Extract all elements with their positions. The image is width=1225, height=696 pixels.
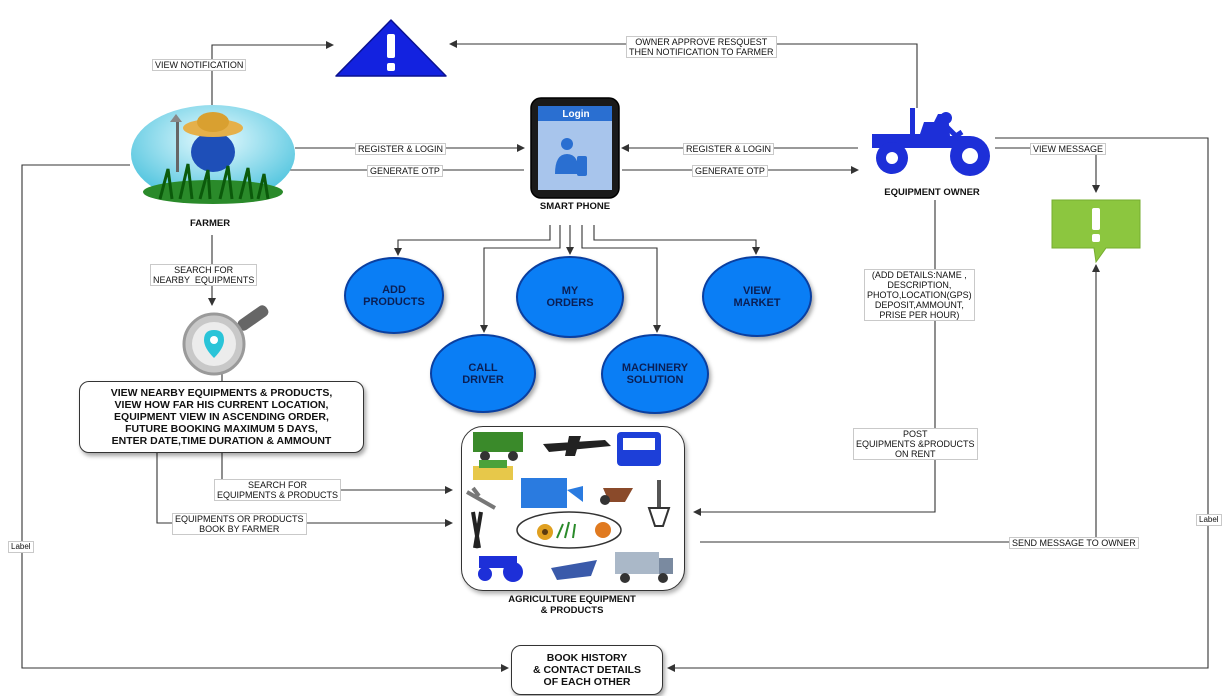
edge-label-otp-left: GENERATE OTP: [367, 165, 443, 177]
owner-label: EQUIPMENT OWNER: [884, 187, 980, 198]
edge-label-owner-approve: OWNER APPROVE RESQUEST THEN NOTIFICATION…: [626, 36, 777, 58]
warning-icon: [335, 19, 447, 77]
equipment-collage-icon: [466, 432, 673, 583]
edge-label-add-details: (ADD DETAILS:NAME , DESCRIPTION, PHOTO,L…: [864, 269, 975, 321]
smartphone-label: SMART PHONE: [539, 201, 611, 212]
edge-label-register-right: REGISTER & LOGIN: [683, 143, 775, 155]
edge-post-equipments: [693, 200, 936, 516]
farmer-avatar-icon: [131, 105, 295, 204]
edge-label-view-notification: VIEW NOTIFICATION: [152, 59, 247, 71]
edge-label-otp-right: GENERATE OTP: [692, 165, 768, 177]
my-orders-button[interactable]: MY ORDERS: [516, 256, 624, 338]
edge-label-left-label: Label: [8, 541, 34, 553]
farmer-view-box: VIEW NEARBY EQUIPMENTS & PRODUCTS, VIEW …: [79, 381, 364, 453]
edge-view-market: [593, 225, 760, 255]
edge-label-left: [21, 164, 509, 672]
edge-label-book-by-farmer: EQUIPMENTS OR PRODUCTS BOOK BY FARMER: [172, 513, 307, 535]
edge-machinery: [581, 225, 661, 333]
search-location-icon: [182, 305, 269, 376]
phone-screen-title: Login: [562, 109, 590, 120]
edge-add-products: [394, 225, 551, 256]
edge-label-search-equipments: SEARCH FOR EQUIPMENTS & PRODUCTS: [214, 479, 342, 501]
call-driver-button[interactable]: CALL DRIVER: [430, 334, 536, 413]
view-market-button[interactable]: VIEW MARKET: [702, 256, 812, 337]
edge-label-search-nearby: SEARCH FOR NEARBY EQUIPMENTS: [150, 264, 258, 286]
edge-view-notification: [211, 41, 334, 105]
edge-label-register-left: REGISTER & LOGIN: [355, 143, 447, 155]
equipment-label: AGRICULTURE EQUIPMENT & PRODUCTS: [508, 594, 636, 616]
tractor-icon: [872, 108, 990, 176]
farmer-label: FARMER: [189, 218, 231, 229]
edge-label-post-equipments: POST EQUIPMENTS &PRODUCTS ON RENT: [853, 428, 978, 460]
machinery-solution-button[interactable]: MACHINERY SOLUTION: [601, 334, 709, 414]
edge-label-right-label: Label: [1196, 514, 1222, 526]
edge-book-by-farmer: [156, 453, 453, 527]
smartphone-icon: [530, 97, 620, 199]
message-alert-icon: [1051, 199, 1141, 264]
add-products-button[interactable]: ADD PRODUCTS: [344, 257, 444, 334]
edge-label-view-message: VIEW MESSAGE: [1030, 143, 1107, 155]
edge-owner-approve: [449, 40, 918, 108]
edge-label-right: [667, 137, 1209, 672]
edge-call-driver: [480, 225, 561, 333]
book-history-box: BOOK HISTORY & CONTACT DETAILS OF EACH O…: [511, 645, 663, 695]
edge-label-send-message: SEND MESSAGE TO OWNER: [1009, 537, 1139, 549]
